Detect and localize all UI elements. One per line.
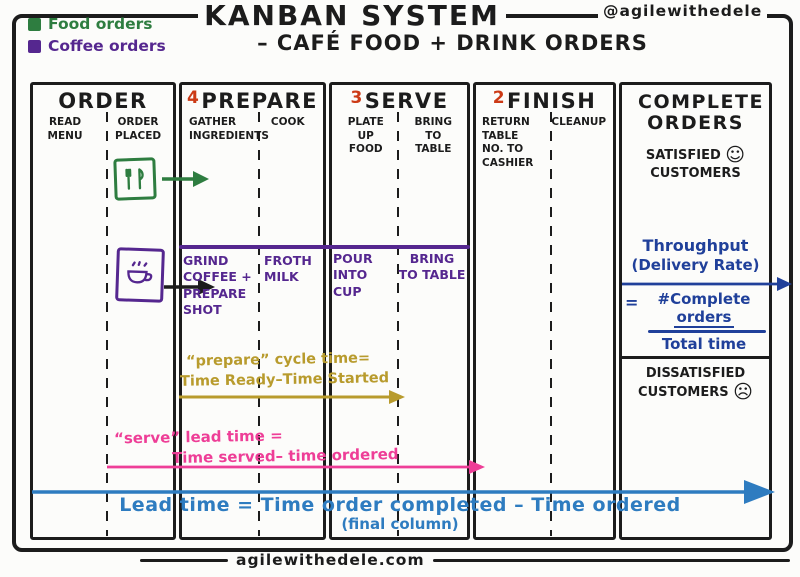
column-serve-substeps: PLATE UP FOOD BRING TO TABLE bbox=[332, 116, 467, 157]
column-complete-title: COMPLETE ORDERS bbox=[638, 91, 764, 134]
legend-coffee-label: Coffee orders bbox=[48, 37, 166, 55]
step-froth-milk: FROTH MILK bbox=[264, 253, 312, 285]
complete-column-divider bbox=[621, 356, 770, 359]
column-prepare-label: PREPARE bbox=[201, 89, 318, 113]
coffee-order-card bbox=[115, 247, 165, 303]
substep-bring-to-table: BRING TO TABLE bbox=[414, 116, 452, 156]
throughput-orders-underlined: orders bbox=[673, 308, 735, 328]
page-subtitle: – CAFÉ FOOD + DRINK ORDERS bbox=[257, 31, 648, 55]
finish-column-divider bbox=[550, 112, 552, 536]
serve-column-divider bbox=[397, 112, 399, 536]
frown-face-icon: ☹ bbox=[733, 381, 753, 403]
throughput-title: Throughput bbox=[642, 236, 749, 255]
column-prepare: 4PREPARE GATHER INGREDIENTS COOK bbox=[179, 82, 326, 540]
author-handle: @agilewithedele bbox=[598, 2, 768, 20]
satisfied-label: SATISFIED bbox=[645, 148, 721, 163]
throughput-numerator: #Complete bbox=[657, 290, 751, 308]
throughput-arrow bbox=[622, 277, 792, 291]
throughput-denominator: Total time bbox=[661, 335, 747, 353]
column-finish-label: FINISH bbox=[507, 89, 597, 113]
watermark-right-line bbox=[432, 558, 790, 562]
fork-knife-icon bbox=[125, 168, 144, 190]
throughput-subtitle: (Delivery Rate) bbox=[631, 256, 760, 274]
smiley-face-icon: ☺ bbox=[725, 144, 746, 166]
legend-food: Food orders bbox=[28, 15, 153, 33]
dissatisfied-customers: DISSATISFIED CUSTOMERS ☹ bbox=[619, 366, 772, 403]
lead-time-arrow bbox=[32, 480, 775, 504]
lead-time-line1: Lead time = Time order completed – Time … bbox=[119, 494, 681, 516]
throughput-equals: = bbox=[625, 293, 639, 312]
order-column-divider bbox=[106, 112, 108, 536]
column-order-substeps: READ MENU ORDER PLACED bbox=[33, 116, 173, 143]
prepare-column-divider bbox=[258, 112, 260, 536]
substep-gather-ingredients: GATHER INGREDIENTS bbox=[189, 116, 269, 142]
satisfied-label-line2: CUSTOMERS bbox=[650, 166, 741, 181]
column-serve: 3SERVE PLATE UP FOOD BRING TO TABLE bbox=[329, 82, 470, 540]
footer-watermark: agilewithedele.com bbox=[140, 551, 790, 569]
prepare-cycle-arrow bbox=[179, 390, 405, 404]
substep-plate-up-food: PLATE UP FOOD bbox=[347, 116, 384, 156]
substep-cleanup: CLEANUP bbox=[551, 116, 607, 129]
prepare-cycle-time-line1: “prepare” cycle time= bbox=[185, 350, 371, 370]
step-pour-into-cup: POUR INTO CUP bbox=[333, 251, 373, 299]
food-flow-arrow bbox=[162, 171, 209, 187]
satisfied-customers: SATISFIED ☺ CUSTOMERS bbox=[623, 144, 768, 181]
watermark-left-line bbox=[140, 558, 228, 562]
column-prepare-title: 4PREPARE bbox=[182, 88, 323, 113]
lead-time-line2: (final column) bbox=[341, 515, 459, 533]
dissatisfied-label-line2: CUSTOMERS bbox=[638, 385, 729, 400]
wip-limit-serve: 3 bbox=[350, 88, 364, 108]
page-title: KANBAN SYSTEM bbox=[198, 0, 506, 32]
serve-lead-time-line1: “serve” lead time = bbox=[113, 426, 283, 448]
coffee-swatch-icon bbox=[28, 39, 41, 53]
coffee-flow-arrow bbox=[164, 279, 215, 295]
coffee-cup-icon bbox=[127, 261, 153, 284]
fraction-bar bbox=[648, 330, 766, 333]
column-prepare-substeps: GATHER INGREDIENTS COOK bbox=[182, 116, 323, 143]
food-swatch-icon bbox=[28, 17, 41, 31]
throughput-numerator-line2: orders bbox=[640, 308, 768, 328]
column-serve-title: 3SERVE bbox=[332, 88, 467, 113]
column-finish-substeps: RETURN TABLE NO. TO CASHIER CLEANUP bbox=[476, 116, 613, 171]
coffee-lane-line bbox=[179, 245, 470, 249]
step-grind-coffee: GRIND COFFEE + PREPARE SHOT bbox=[183, 253, 252, 317]
column-order: ORDER READ MENU ORDER PLACED bbox=[30, 82, 176, 540]
legend-coffee: Coffee orders bbox=[28, 37, 166, 55]
column-order-title: ORDER bbox=[58, 89, 148, 113]
column-complete: COMPLETE ORDERS bbox=[619, 82, 772, 540]
column-finish: 2FINISH RETURN TABLE NO. TO CASHIER CLEA… bbox=[473, 82, 616, 540]
column-serve-label: SERVE bbox=[364, 89, 449, 113]
dissatisfied-label: DISSATISFIED bbox=[645, 366, 746, 381]
substep-order-placed: ORDER PLACED bbox=[115, 116, 162, 142]
step-bring-to-table: BRING TO TABLE bbox=[398, 251, 466, 283]
substep-return-table: RETURN TABLE NO. TO CASHIER bbox=[482, 116, 534, 170]
substep-read-menu: READ MENU bbox=[47, 116, 83, 142]
legend-food-label: Food orders bbox=[48, 15, 153, 33]
wip-limit-finish: 2 bbox=[492, 88, 507, 108]
site-url: agilewithedele.com bbox=[236, 551, 425, 569]
food-order-card bbox=[113, 157, 157, 201]
wip-limit-prepare: 4 bbox=[187, 88, 201, 108]
serve-lead-arrow bbox=[107, 460, 485, 474]
substep-cook: COOK bbox=[270, 116, 305, 129]
column-finish-title: 2FINISH bbox=[476, 88, 613, 113]
